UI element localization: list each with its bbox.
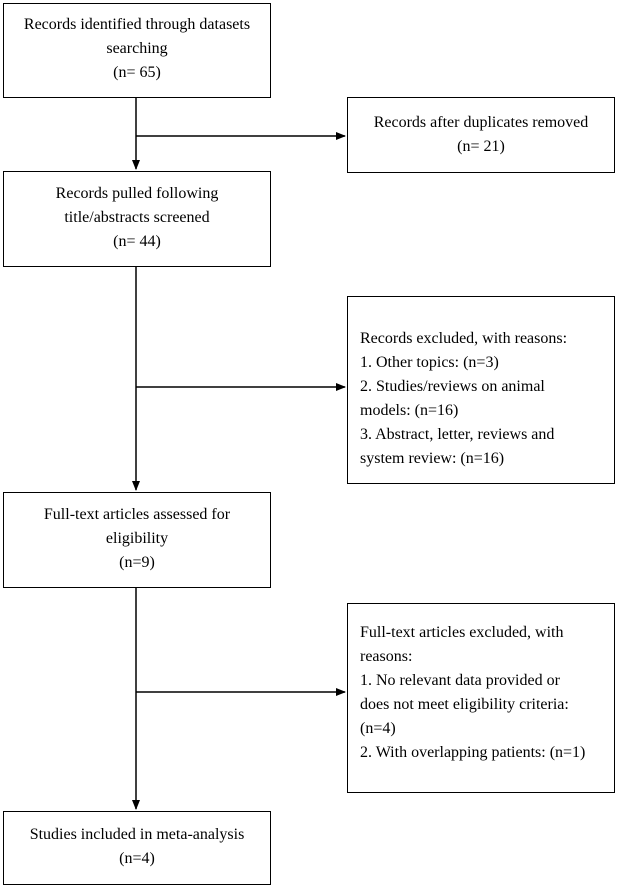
box-text-line: Records identified through datasets — [23, 16, 251, 33]
fulltext-assessed-box: Full-text articles assessed for eligibil… — [3, 492, 271, 588]
duplicates-removed-box: Records after duplicates removed (n= 21) — [347, 97, 615, 173]
box-text-line: Full-text articles assessed for — [43, 506, 231, 523]
box-text-line: eligibility — [105, 530, 169, 547]
box-text-line: Full-text articles excluded, with — [360, 624, 564, 641]
box-text-line: title/abstracts screened — [64, 209, 210, 226]
box-text-line: models: (n=16) — [360, 402, 459, 419]
box-text-line: 2. Studies/reviews on animal — [360, 378, 545, 395]
box-text-line: (n=4) — [360, 720, 396, 737]
records-identified-box: Records identified through datasets sear… — [3, 3, 271, 98]
box-text-line: Records pulled following — [55, 185, 219, 202]
box-count: (n=4) — [119, 850, 155, 867]
box-text-line: reasons: — [360, 648, 413, 665]
box-text-line: Records excluded, with reasons: — [360, 330, 568, 347]
box-text-line: Records after duplicates removed — [373, 114, 589, 131]
box-text-line: 3. Abstract, letter, reviews and — [360, 426, 555, 443]
records-excluded-box: Records excluded, with reasons: 1. Other… — [347, 296, 615, 484]
box-text-line: system review: (n=16) — [360, 450, 505, 467]
box-count: (n=9) — [119, 554, 155, 571]
fulltext-excluded-box: Full-text articles excluded, with reason… — [347, 603, 615, 793]
box-text-line: 1. No relevant data provided or — [360, 672, 560, 689]
box-count: (n= 44) — [113, 233, 161, 250]
studies-included-box: Studies included in meta-analysis (n=4) — [3, 811, 271, 885]
box-text-line: does not meet eligibility criteria: — [360, 696, 569, 713]
box-text-line: searching — [106, 40, 168, 57]
box-count: (n= 65) — [113, 64, 161, 81]
box-text-line: 1. Other topics: (n=3) — [360, 354, 499, 371]
records-screened-box: Records pulled following title/abstracts… — [3, 171, 271, 267]
box-count: (n= 21) — [457, 138, 505, 155]
box-text-line: Studies included in meta-analysis — [29, 826, 245, 843]
box-text-line: 2. With overlapping patients: (n=1) — [360, 744, 586, 761]
